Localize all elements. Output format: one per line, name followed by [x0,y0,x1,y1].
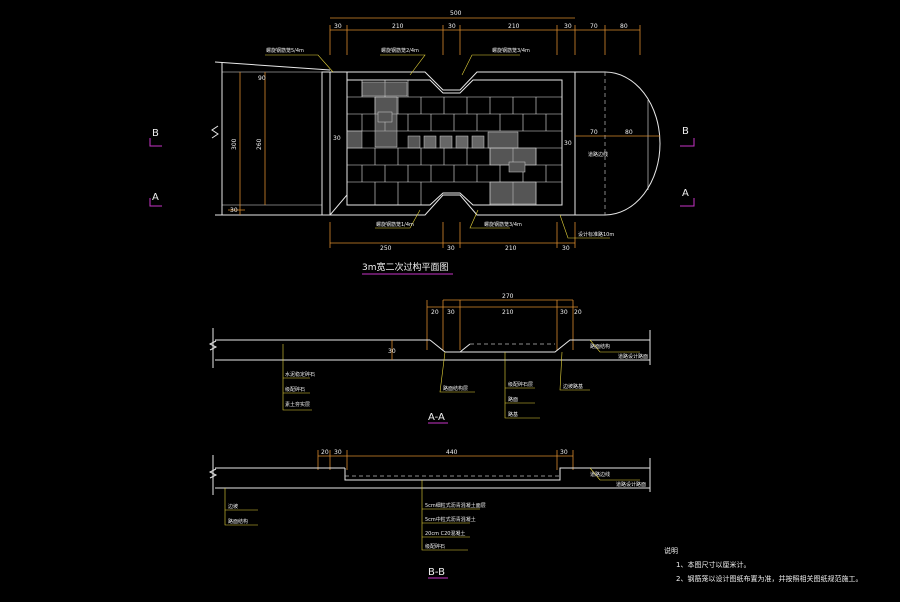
callout-label: 5cm细粒式沥青混凝土面层 [425,502,486,509]
dim-label: 30 [564,23,572,30]
callout-label: 螺旋钢筋笼1/4m [376,221,414,228]
dim-label: 30 [560,449,568,456]
dim-label: 300 [231,138,238,150]
callout-label: 路面 [508,396,518,403]
callout-label: 5cm中粒式沥青混凝土 [425,516,476,523]
dim-label: 210 [505,245,517,252]
dim-label: 30 [448,23,456,30]
dim-label: 30 [447,309,455,316]
section-a-a-title: A-A [428,412,445,423]
dim-label: 30 [334,449,342,456]
callout-label: 道路设计路面 [616,481,646,488]
note-item: 1、本图尺寸以厘米计。 [676,560,750,569]
dim-label: 80 [625,129,633,136]
dim-label: 210 [502,309,514,316]
dim-label: 20 [574,309,582,316]
plan-view: 500 30 210 30 210 30 70 80 300 260 90 30 [149,10,695,275]
dim-label: 30 [334,23,342,30]
callout-label: 20cm C20混凝土 [425,530,465,537]
section-b-b: 20 30 440 30 边坡 路面结构 5cm细粒式沥青混凝土面层 5cm中粒… [208,449,651,579]
dim-label: 90 [258,75,266,82]
notes: 说明 1、本图尺寸以厘米计。 2、钢筋笼以设计图纸布置为准，并按照相关图纸规范施… [664,546,862,583]
dim-label: 30 [447,245,455,252]
callout-label: 路基 [508,411,518,418]
note-item: 2、钢筋笼以设计图纸布置为准，并按照相关图纸规范施工。 [676,574,862,583]
dim-label: 210 [508,23,520,30]
section-marker-b-right: B [680,126,695,147]
dim-label: 70 [590,23,598,30]
dim-label: 70 [590,129,598,136]
svg-text:B: B [152,128,159,139]
dim-label: 210 [392,23,404,30]
dim-label: 260 [256,138,263,150]
section-marker-a-left: A [149,192,162,207]
svg-text:A: A [682,188,689,199]
dim-label: 250 [380,245,392,252]
dim-label: 80 [620,23,628,30]
dim-label: 30 [230,207,238,214]
notes-heading: 说明 [664,546,678,555]
grate-patches [346,81,537,205]
dim-label: 20 [431,309,439,316]
plan-title: 3m宽二次过构平面图 [362,261,449,273]
callout-label: 设计标准路10m [578,231,614,238]
callout-label: 道路边线 [590,471,610,478]
callout-label: 螺旋钢筋笼2/4m [381,47,419,54]
dim-label: 30 [562,245,570,252]
callout-label: 级配碎石 [425,543,445,550]
callout-label: 螺旋钢筋笼3/4m [484,221,522,228]
callout-label: 路面结构 [228,518,248,525]
callout-label: 级配碎石 [285,386,305,393]
dim-total-width: 500 [450,10,462,17]
callout-label: 边坡路基 [563,383,583,390]
callout-label: 螺旋钢筋笼3/4m [492,47,530,54]
section-b-b-title: B-B [428,567,445,578]
svg-text:A: A [152,192,159,203]
dim-label: 30 [388,348,396,355]
callout-label: 级配碎石层 [508,381,533,388]
dim-label: 440 [446,449,458,456]
callout-label: 水泥稳定碎石 [285,371,315,378]
dim-label: 30 [333,135,341,142]
callout-label: 路面结构层 [443,385,468,392]
dim-label: 20 [321,449,329,456]
dim-label: 270 [502,293,514,300]
callout-label: 道路设计路面 [618,353,648,360]
callout-label: 素土夯实层 [285,401,310,408]
dim-label: 30 [564,140,572,147]
dim-label: 30 [560,309,568,316]
section-a-a: 270 20 30 210 30 20 30 水泥稳定碎石 级配碎石 素土夯实层… [208,293,651,424]
svg-text:B: B [682,126,689,137]
callout-label: 螺旋钢筋笼5/4m [266,47,304,54]
callout-label: 道路边线 [588,151,608,158]
section-marker-a-right: A [680,188,695,207]
section-marker-b-left: B [149,128,162,147]
callout-label: 路面结构 [590,343,610,350]
callout-label: 边坡 [228,503,238,510]
